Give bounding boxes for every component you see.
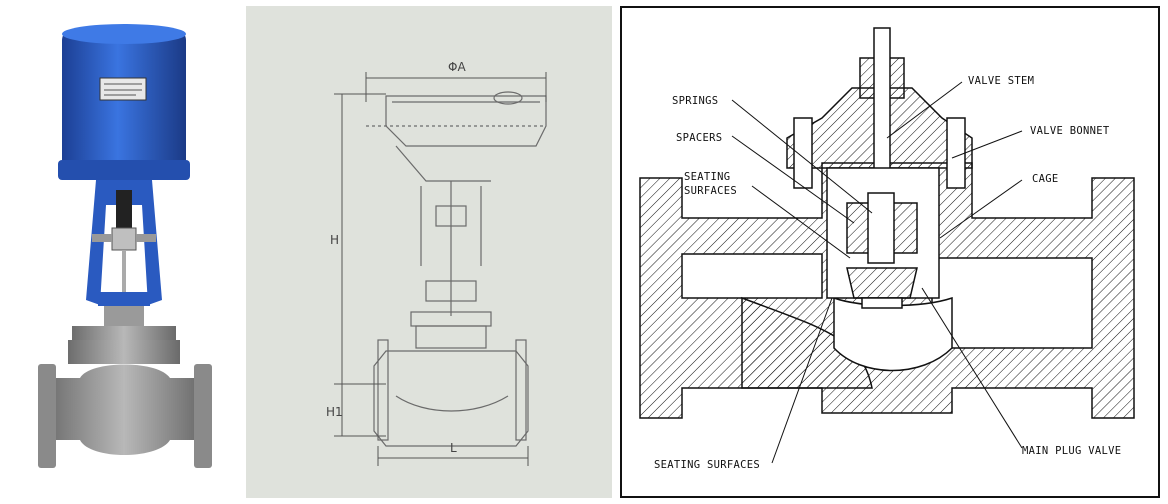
dim-l: L <box>450 441 457 455</box>
dimension-lines <box>334 72 547 466</box>
valve-photo <box>0 0 240 504</box>
label-seating-surfaces-top-line1: SEATING <box>684 171 730 183</box>
label-valve-stem: VALVE STEM <box>968 75 1034 87</box>
label-spacers: SPACERS <box>676 132 722 144</box>
dimension-drawing: ΦA H H1 L <box>246 6 612 498</box>
valve-photo-illustration <box>38 24 212 468</box>
dim-h1: H1 <box>326 405 343 419</box>
yoke <box>86 180 162 306</box>
callout-leaders <box>731 81 1023 464</box>
actuator-housing <box>58 24 190 180</box>
dim-h: H <box>330 233 339 247</box>
right-flange <box>194 364 212 468</box>
label-springs: SPRINGS <box>672 95 718 107</box>
valve-body <box>38 364 212 468</box>
drawing-outline <box>366 91 547 447</box>
label-seating-surfaces-bottom: SEATING SURFACES <box>654 459 760 471</box>
nameplate <box>99 77 147 101</box>
label-seating-surfaces-top-line2: SURFACES <box>684 185 737 197</box>
bonnet <box>68 306 180 364</box>
label-valve-bonnet: VALVE BONNET <box>1030 125 1110 137</box>
dimension-drawing-svg: ΦA H H1 L <box>326 60 547 466</box>
cross-section-diagram: VALVE STEM SPRINGS VALVE BONNET SPACERS … <box>620 6 1160 498</box>
dim-phi-a: ΦA <box>448 60 466 74</box>
valve-bonnet-section <box>786 27 973 189</box>
cage-and-plug <box>826 167 940 309</box>
label-main-plug-valve: MAIN PLUG VALVE <box>1022 445 1121 457</box>
left-flange <box>38 364 56 468</box>
label-cage: CAGE <box>1032 173 1059 185</box>
cross-section-svg: VALVE STEM SPRINGS VALVE BONNET SPACERS … <box>639 27 1135 471</box>
